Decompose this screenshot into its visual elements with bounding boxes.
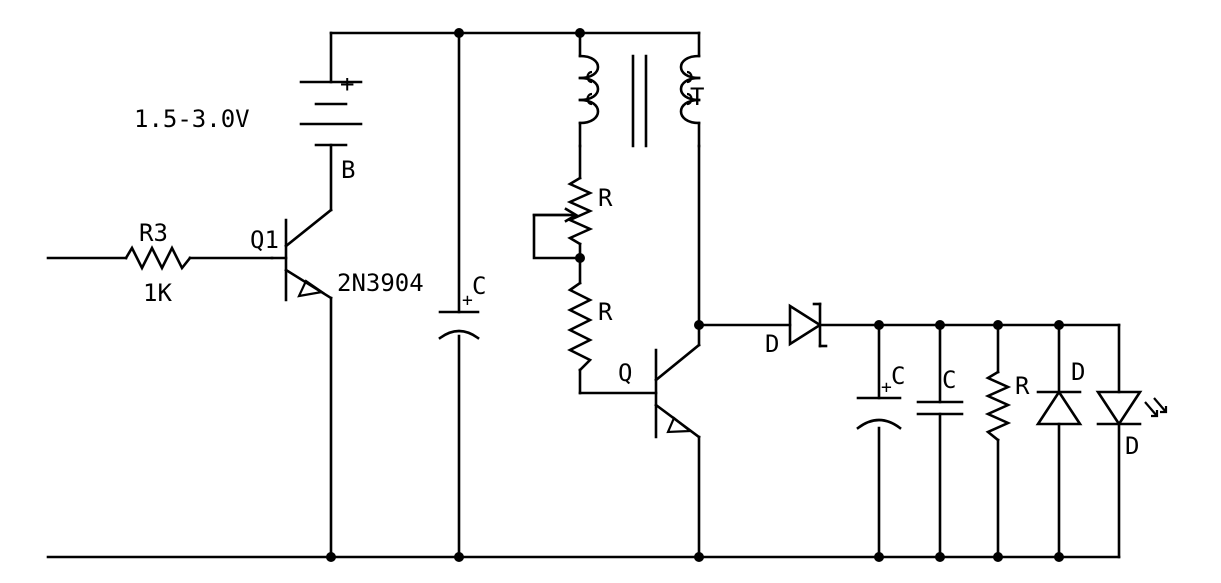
diode-zener bbox=[1035, 389, 1083, 426]
pot-name-label: R bbox=[598, 184, 613, 212]
capacitor-out2 bbox=[916, 400, 964, 416]
r3-name-label: R3 bbox=[139, 219, 168, 247]
r-load-name-label: R bbox=[1015, 372, 1030, 400]
battery-voltage-label: 1.5-3.0V bbox=[134, 105, 250, 133]
cap-out1-name-label: C bbox=[891, 362, 905, 390]
resistor-load bbox=[984, 370, 1012, 442]
transformer-name-label: T bbox=[690, 83, 704, 111]
diode-zener-name-label: D bbox=[1071, 358, 1085, 386]
diode-led-name-label: D bbox=[1125, 432, 1139, 460]
junction-dots bbox=[326, 28, 1064, 562]
battery-name-label: B bbox=[341, 156, 355, 184]
diode-led bbox=[1095, 390, 1168, 427]
cap-mid-name-label: C bbox=[472, 272, 486, 300]
q-name-label: Q bbox=[618, 359, 632, 387]
transformer-t bbox=[578, 54, 701, 148]
wiring bbox=[46, 31, 1121, 559]
battery-plus-label: + bbox=[340, 70, 354, 98]
resistor-base bbox=[567, 281, 593, 372]
cap-out1-plus-label: + bbox=[881, 377, 892, 398]
cap-mid-plus-label: + bbox=[462, 290, 473, 311]
q1-part-label: 2N3904 bbox=[337, 269, 424, 297]
capacitor-mid bbox=[438, 310, 480, 340]
potentiometer-r bbox=[532, 176, 594, 246]
transistor-q1 bbox=[270, 208, 333, 302]
diode-series bbox=[788, 302, 828, 348]
r-base-name-label: R bbox=[598, 298, 613, 326]
capacitor-out1 bbox=[856, 396, 902, 430]
transistor-q bbox=[654, 343, 701, 439]
battery-symbol bbox=[299, 80, 363, 147]
resistor-r3 bbox=[124, 245, 192, 271]
diode-series-name-label: D bbox=[765, 330, 779, 358]
r3-value-label: 1K bbox=[143, 279, 172, 307]
cap-out2-name-label: C bbox=[942, 366, 956, 394]
q1-name-label: Q1 bbox=[250, 226, 279, 254]
